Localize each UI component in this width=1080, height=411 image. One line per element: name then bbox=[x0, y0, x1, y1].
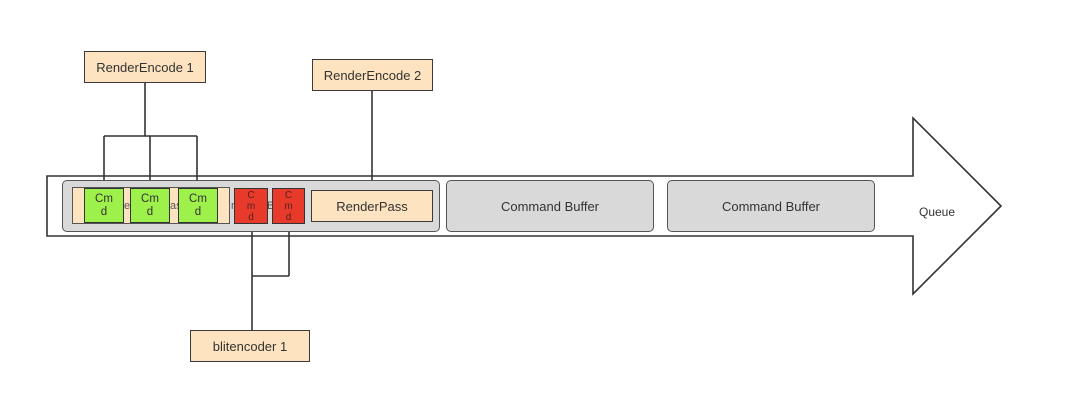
render-encode-1-label: RenderEncode 1 bbox=[84, 51, 206, 83]
partial-label-e: e bbox=[124, 200, 131, 212]
command-buffer-2: Command Buffer bbox=[446, 180, 654, 232]
render-pass-box: RenderPass bbox=[311, 190, 433, 222]
partial-label-b: B bbox=[267, 200, 275, 212]
cmd-red-2: Cmd bbox=[272, 188, 305, 224]
partial-label-as: as bbox=[170, 200, 182, 212]
cmd-green-1: Cmd bbox=[84, 188, 124, 223]
queue-label: Queue bbox=[918, 205, 956, 219]
cmd-green-3: Cmd bbox=[178, 188, 218, 223]
render-encode-1-connectors bbox=[100, 82, 201, 190]
render-encode-2-label: RenderEncode 2 bbox=[312, 59, 433, 91]
command-buffer-3: Command Buffer bbox=[667, 180, 875, 232]
blit-encoder-1-label: blitencoder 1 bbox=[190, 330, 310, 362]
cmd-green-2: Cmd bbox=[130, 188, 170, 223]
cmd-red-1: Cmd bbox=[234, 188, 268, 224]
blit-encoder-connectors bbox=[248, 224, 293, 330]
